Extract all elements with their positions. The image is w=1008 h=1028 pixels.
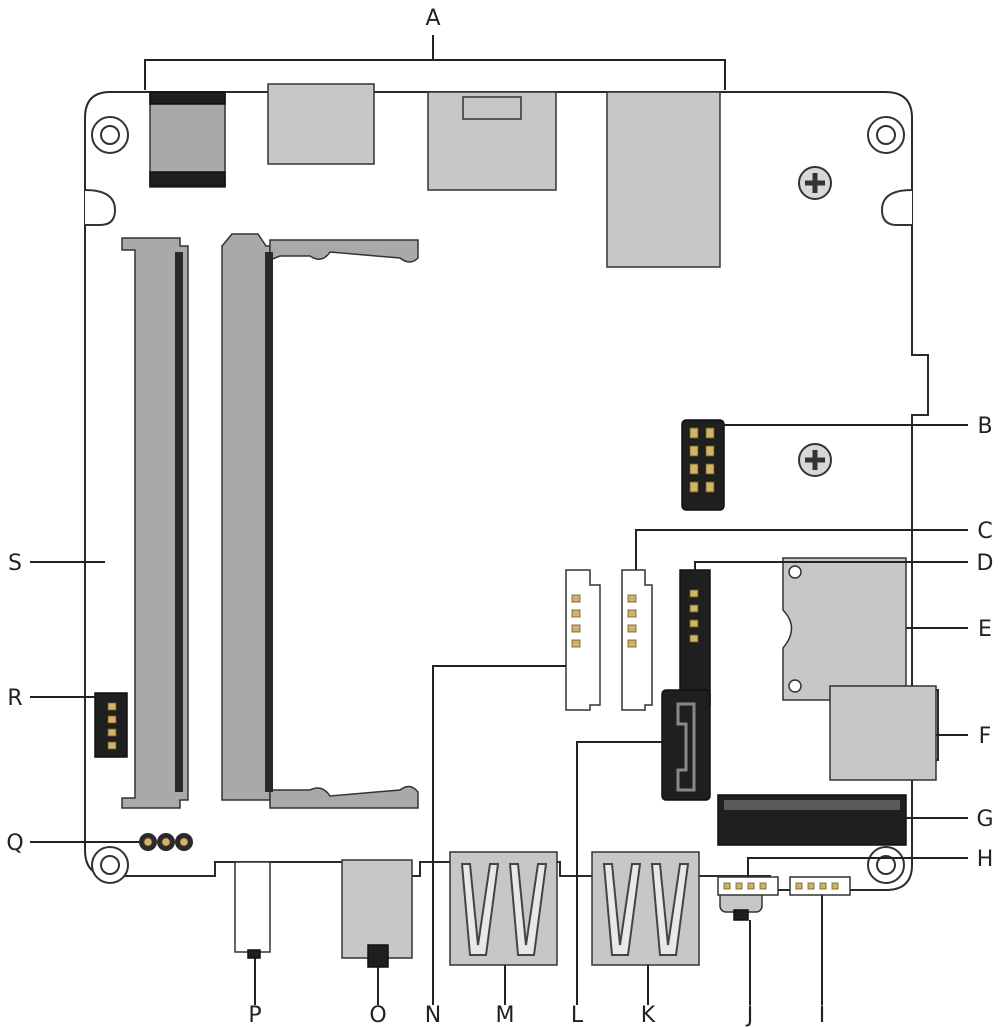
label-f: F [979,724,992,749]
leader-lines [30,35,968,1005]
label-p: P [248,1003,261,1028]
sodimm-sockets [121,233,419,809]
back-panel-connectors [149,83,721,268]
mounting-holes [84,116,913,884]
header-r [94,692,128,758]
label-q: Q [6,831,23,856]
connector-p [234,861,271,959]
label-k: K [641,1003,656,1028]
label-g: G [976,807,993,832]
header-i [789,876,851,896]
connector-c [621,569,653,711]
label-d: D [977,551,994,576]
label-m: M [496,1003,515,1028]
label-b: B [977,414,992,439]
wireless-card-e [782,557,907,701]
jumper-q [139,833,193,851]
header-b [681,419,725,511]
label-h: H [977,847,994,872]
screw-icon [798,166,832,200]
sata-connector-l [661,689,711,801]
header-h [717,876,779,896]
connector-d [679,569,711,706]
label-o: O [369,1003,386,1028]
label-l: L [571,1003,584,1028]
label-s: S [8,551,22,576]
label-n: N [425,1003,441,1028]
usb-ports-m [449,851,558,966]
connector-n [565,569,601,711]
module-f [829,685,937,781]
label-e: E [978,617,992,642]
usb-ports-k [591,851,700,966]
label-j: J [745,1003,754,1028]
label-a: A [425,6,440,31]
label-r: R [7,686,22,711]
m2-slot-g [717,794,907,846]
board-outline [84,91,939,891]
screw-icon [798,443,832,477]
label-c: C [977,519,992,544]
label-i: I [819,1003,826,1028]
audio-jack-o [341,859,413,968]
